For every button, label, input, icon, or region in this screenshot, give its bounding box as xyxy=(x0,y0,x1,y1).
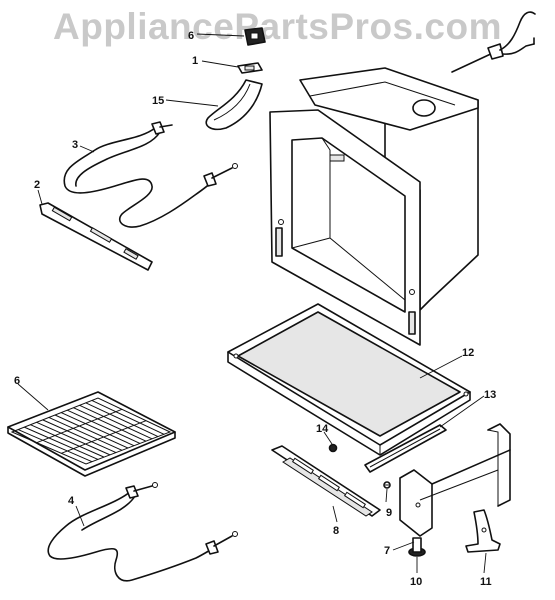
rack-wire xyxy=(67,409,141,444)
screw-9[interactable] xyxy=(383,481,391,489)
callout-6-top: 6 xyxy=(188,30,194,42)
rack-wire xyxy=(73,407,147,442)
leader-lines xyxy=(17,33,487,574)
callout-8: 8 xyxy=(333,525,339,537)
callout-labels: 6 1 15 3 2 12 13 14 6 9 8 7 10 11 4 5 xyxy=(14,30,496,588)
site-watermark: AppliancePartsPros.com xyxy=(53,6,502,47)
clip-1[interactable] xyxy=(237,62,263,74)
rack-wire xyxy=(36,421,111,456)
oven-rack[interactable] xyxy=(7,391,176,477)
element-bracket[interactable] xyxy=(39,202,153,271)
rack-wire xyxy=(48,416,123,451)
deflector-15[interactable] xyxy=(205,79,263,131)
oven-bottom-panel[interactable] xyxy=(227,303,471,456)
bracket-small-top[interactable] xyxy=(244,27,266,46)
rack-crossbar xyxy=(36,408,123,444)
callout-13: 13 xyxy=(484,389,496,401)
callout-14: 14 xyxy=(316,423,329,435)
callout-3: 3 xyxy=(72,139,78,151)
mounting-bracket[interactable] xyxy=(399,423,511,537)
rack-wire xyxy=(24,426,99,460)
rack-wire xyxy=(30,424,105,458)
rack-wire xyxy=(79,404,153,440)
rack-wire xyxy=(85,402,159,438)
callout-12: 12 xyxy=(462,347,474,359)
temperature-sensor[interactable] xyxy=(451,11,536,73)
callout-7: 7 xyxy=(384,545,390,557)
trim-strip[interactable] xyxy=(364,424,447,473)
vent-grille[interactable] xyxy=(271,445,381,517)
leveling-leg[interactable] xyxy=(408,537,426,557)
rack-wire xyxy=(60,412,135,447)
rack-wire xyxy=(91,399,165,435)
anti-tip-bracket[interactable] xyxy=(465,509,501,553)
oven-cavity[interactable] xyxy=(269,67,479,346)
callout-1: 1 xyxy=(192,55,198,67)
rack-crossbar xyxy=(61,420,147,454)
callout-15: 15 xyxy=(152,95,164,107)
callout-2: 2 xyxy=(34,179,40,191)
callout-4: 4 xyxy=(68,495,75,507)
bake-element[interactable] xyxy=(47,482,238,582)
callout-11: 11 xyxy=(480,576,492,588)
callout-6-rack: 6 xyxy=(14,375,20,387)
callout-9: 9 xyxy=(386,507,392,519)
rack-wire xyxy=(42,419,117,454)
rack-wire xyxy=(17,429,93,463)
rack-wire xyxy=(54,414,129,449)
callout-10: 10 xyxy=(410,576,422,588)
broil-element[interactable] xyxy=(63,121,238,228)
screw-14[interactable] xyxy=(328,443,338,453)
